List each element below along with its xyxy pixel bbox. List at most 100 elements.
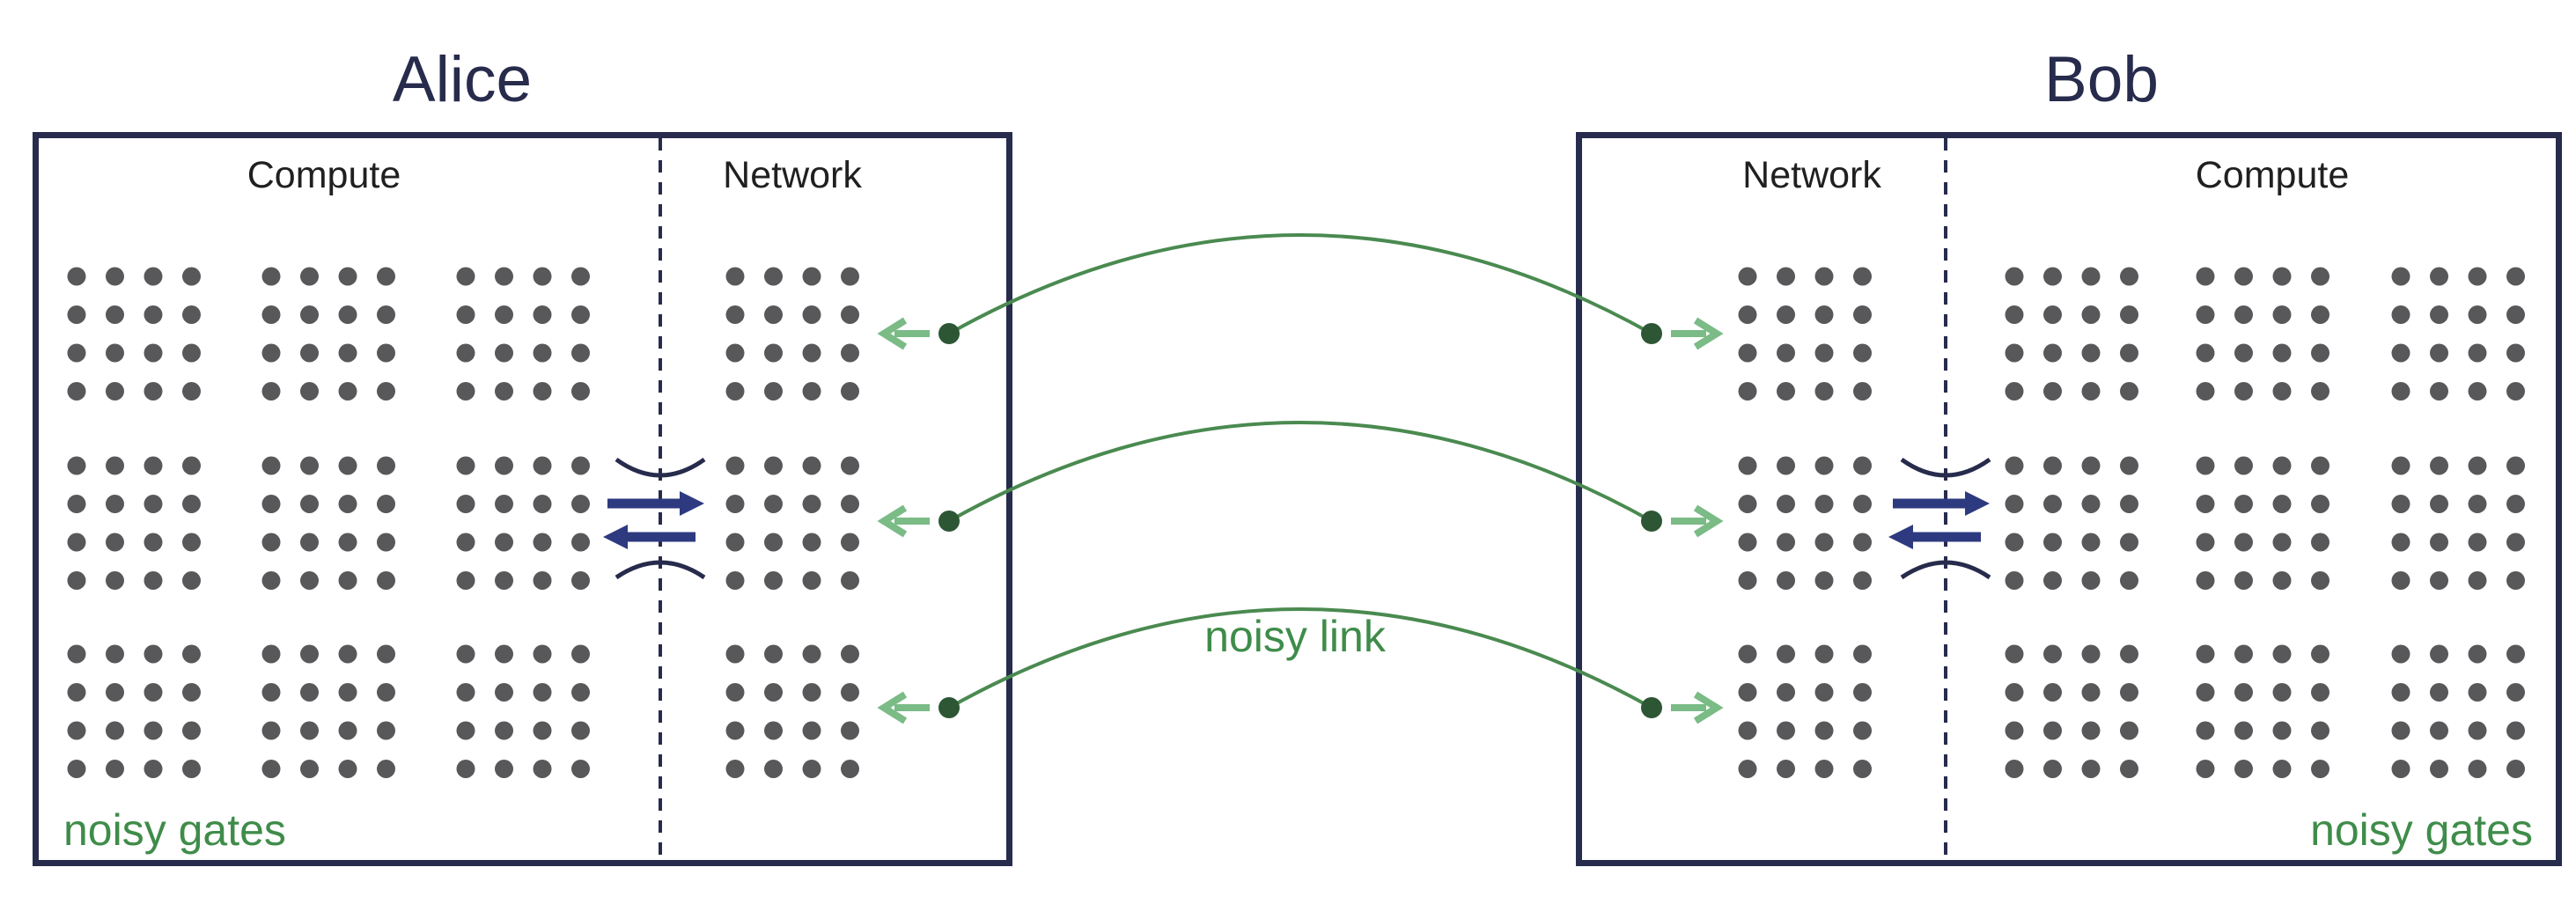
qubit-dot bbox=[182, 644, 201, 664]
qubit-dot bbox=[1853, 495, 1872, 513]
qubit-dot bbox=[2081, 683, 2101, 702]
qubit-dot bbox=[2468, 343, 2487, 363]
qubit-dot bbox=[725, 267, 745, 286]
qubit-dot bbox=[377, 721, 395, 740]
qubit-dot bbox=[338, 644, 357, 664]
qubit-dot bbox=[1853, 760, 1872, 778]
qubit-dot bbox=[456, 495, 475, 513]
qubit-dot bbox=[2430, 495, 2448, 513]
qubit-dot bbox=[533, 343, 552, 363]
qubit-dot bbox=[1777, 644, 1795, 664]
qubit-dot bbox=[2005, 456, 2024, 475]
qubit-dot bbox=[2430, 533, 2448, 552]
qubit-dot bbox=[182, 343, 201, 363]
alice-link-2-node-dot bbox=[938, 511, 960, 532]
qubit-dot bbox=[144, 343, 163, 363]
qubit-dot bbox=[2272, 533, 2292, 552]
qubit-dot bbox=[144, 267, 163, 286]
qubit-dot bbox=[2043, 267, 2062, 286]
qubit-dot bbox=[377, 533, 395, 552]
qubit-dot bbox=[764, 721, 783, 740]
qubit-dot bbox=[2311, 683, 2329, 702]
qubit-dot bbox=[571, 760, 590, 778]
qubit-dot bbox=[2043, 533, 2062, 552]
qubit-dot bbox=[338, 571, 357, 590]
alice-transfer-right-arrow-icon bbox=[607, 491, 704, 516]
qubit-dot bbox=[1738, 267, 1757, 286]
qubit-dot bbox=[2234, 683, 2253, 702]
qubit-dot bbox=[2234, 343, 2253, 363]
qubit-dot bbox=[182, 456, 201, 475]
qubit-dot bbox=[533, 305, 552, 324]
qubit-dot bbox=[2005, 760, 2024, 778]
bob-cavity-mirror-bottom-icon bbox=[1900, 560, 1991, 580]
qubit-dot bbox=[2506, 533, 2525, 552]
qubit-dot bbox=[2468, 456, 2487, 475]
qubit-dot bbox=[1853, 644, 1872, 664]
noisy-link-2-curve bbox=[948, 421, 1652, 523]
qubit-dot bbox=[456, 343, 475, 363]
qubit-dot bbox=[841, 456, 859, 475]
qubit-dot bbox=[2391, 571, 2410, 590]
qubit-dot bbox=[456, 760, 475, 778]
qubit-dot bbox=[67, 267, 86, 286]
qubit-dot bbox=[571, 305, 590, 324]
qubit-dot bbox=[1853, 721, 1872, 740]
qubit-dot bbox=[261, 721, 281, 740]
bob-cavity-mirror-top-icon bbox=[1900, 457, 1991, 478]
qubit-dot bbox=[533, 721, 552, 740]
qubit-dot bbox=[764, 343, 783, 363]
qubit-dot bbox=[2005, 343, 2024, 363]
qubit-dot bbox=[2506, 382, 2525, 401]
qubit-dot bbox=[144, 683, 163, 702]
qubit-dot bbox=[456, 456, 475, 475]
qubit-dot bbox=[456, 305, 475, 324]
qubit-dot bbox=[841, 305, 859, 324]
qubit-dot bbox=[1777, 343, 1795, 363]
qubit-dot bbox=[2120, 382, 2138, 401]
qubit-dot bbox=[67, 382, 86, 401]
qubit-dot bbox=[1738, 533, 1757, 552]
qubit-dot bbox=[2234, 760, 2253, 778]
qubit-dot bbox=[1777, 721, 1795, 740]
qubit-dot bbox=[106, 456, 124, 475]
qubit-dot bbox=[495, 305, 513, 324]
qubit-dot bbox=[2311, 343, 2329, 363]
qubit-dot bbox=[571, 495, 590, 513]
qubit-dot bbox=[2120, 760, 2138, 778]
qubit-dot bbox=[1814, 456, 1834, 475]
qubit-dot bbox=[764, 533, 783, 552]
qubit-dot bbox=[2391, 267, 2410, 286]
alice-network-qubit-dots bbox=[725, 267, 859, 778]
qubit-dot bbox=[2234, 644, 2253, 664]
qubit-dot bbox=[2234, 382, 2253, 401]
qubit-dot bbox=[1814, 760, 1834, 778]
qubit-dot bbox=[2468, 644, 2487, 664]
qubit-dot bbox=[261, 305, 281, 324]
qubit-dot bbox=[2272, 721, 2292, 740]
qubit-dot bbox=[764, 267, 783, 286]
qubit-dot bbox=[2506, 305, 2525, 324]
qubit-dot bbox=[2196, 760, 2215, 778]
qubit-dot bbox=[2043, 760, 2062, 778]
qubit-dot bbox=[2043, 683, 2062, 702]
qubit-dot bbox=[2120, 305, 2138, 324]
qubit-dot bbox=[1814, 721, 1834, 740]
qubit-dot bbox=[2311, 644, 2329, 664]
qubit-dot bbox=[144, 760, 163, 778]
qubit-dot bbox=[764, 382, 783, 401]
qubit-dot bbox=[106, 683, 124, 702]
qubit-dot bbox=[2506, 267, 2525, 286]
qubit-dot bbox=[2081, 382, 2101, 401]
alice-title: Alice bbox=[392, 44, 533, 115]
qubit-dot bbox=[106, 571, 124, 590]
qubit-dot bbox=[2506, 760, 2525, 778]
qubit-dot bbox=[2272, 644, 2292, 664]
qubit-dot bbox=[1738, 721, 1757, 740]
qubit-dot bbox=[1738, 305, 1757, 324]
qubit-dot bbox=[1777, 495, 1795, 513]
qubit-dot bbox=[2196, 571, 2215, 590]
qubit-dot bbox=[2234, 721, 2253, 740]
qubit-dot bbox=[2430, 683, 2448, 702]
